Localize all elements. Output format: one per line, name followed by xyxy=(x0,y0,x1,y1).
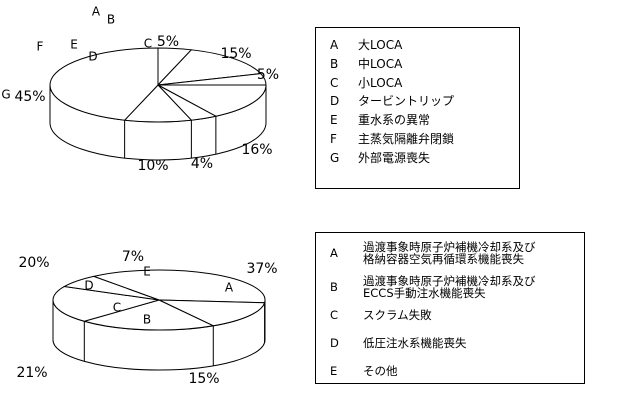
slice-key-b: B xyxy=(143,313,151,327)
data-label-d: 16% xyxy=(241,142,272,158)
legend-text: 主蒸気隔離弁閉鎖 xyxy=(358,132,455,146)
legend-key: C xyxy=(330,75,339,90)
slice-key-b: B xyxy=(107,13,115,27)
legend-text: タービントリップ xyxy=(358,94,455,109)
slice-key-c: C xyxy=(113,301,121,315)
legend-key: E xyxy=(330,364,338,378)
legend-chart-2: A 過渡事象時原子炉補機冷却系及び格納容器空気再循環系機能喪失 B 過渡事象時原子炉補… xyxy=(315,232,585,384)
pie-slice-a xyxy=(91,269,266,304)
slice-key-g: G xyxy=(1,88,10,102)
pie-slice-g xyxy=(49,47,159,121)
legend-text: 小LOCA xyxy=(358,75,403,90)
legend-text: 格納容器空気再循環系機能喪失 xyxy=(363,252,524,266)
data-label-g: 45% xyxy=(14,89,45,105)
pie-chart-1: AB C DE F G 5% 15% 5% 16% 4% 10% 45% xyxy=(1,5,279,175)
data-label-b: 15% xyxy=(220,46,251,62)
legend-text: 重水系の異常 xyxy=(358,113,431,128)
pie-slice-e xyxy=(62,275,160,301)
data-label-c: 5% xyxy=(257,67,279,83)
legend-chart-1: A 大LOCA B 中LOCA C 小LOCA D タービントリップ E 重水系の異常 F 主蒸気隔離… xyxy=(315,27,520,189)
legend-text: 中LOCA xyxy=(358,56,403,71)
pie-slice-b xyxy=(158,299,266,327)
legend-text: 外部電源喪失 xyxy=(358,150,431,165)
slice-key-e: E xyxy=(143,265,151,279)
legend-key: A xyxy=(330,246,338,260)
legend-text: スクラム失敗 xyxy=(363,308,432,322)
legend-text: その他 xyxy=(363,364,398,378)
data-label-f: 10% xyxy=(137,158,168,174)
data-label-b: 15% xyxy=(188,371,219,387)
data-label-e: 7% xyxy=(122,249,144,265)
pie-slice-d xyxy=(52,285,160,322)
pie-chart-2: A B C D E 37% 15% 21% 20% 7% xyxy=(16,249,277,387)
slice-key-f: F xyxy=(37,40,44,54)
legend-text: 過渡事象時原子炉補機冷却系及び xyxy=(363,274,536,288)
data-label-a: 37% xyxy=(246,261,277,277)
legend-text: 過渡事象時原子炉補機冷却系及び xyxy=(363,240,536,254)
legend-key: F xyxy=(330,132,337,146)
legend-key: B xyxy=(330,280,338,294)
legend-key: B xyxy=(330,56,339,71)
data-label-a: 5% xyxy=(157,34,179,50)
slice-key-d: D xyxy=(88,50,97,64)
legend-key: D xyxy=(330,336,339,350)
data-label-c: 21% xyxy=(16,365,47,381)
pie-slice-d xyxy=(157,84,267,117)
legend-text: 低圧注水系機能喪失 xyxy=(363,336,467,350)
legend-key: E xyxy=(330,113,338,128)
legend-text: 大LOCA xyxy=(358,38,403,52)
slice-key-e: E xyxy=(70,38,78,52)
slice-key-c: C xyxy=(144,37,152,51)
slice-key-a: A xyxy=(92,5,101,19)
slice-key-d: D xyxy=(84,279,93,293)
legend-key: D xyxy=(330,94,340,109)
legend-key: C xyxy=(330,308,339,322)
legend-key: G xyxy=(330,150,340,165)
data-label-d: 20% xyxy=(18,255,49,271)
legend-key: A xyxy=(330,38,339,52)
legend-text: ECCS手動注水機能喪失 xyxy=(363,286,486,300)
pie-slice-c xyxy=(82,299,215,331)
data-label-e: 4% xyxy=(191,156,213,172)
slice-key-a: A xyxy=(225,281,234,295)
